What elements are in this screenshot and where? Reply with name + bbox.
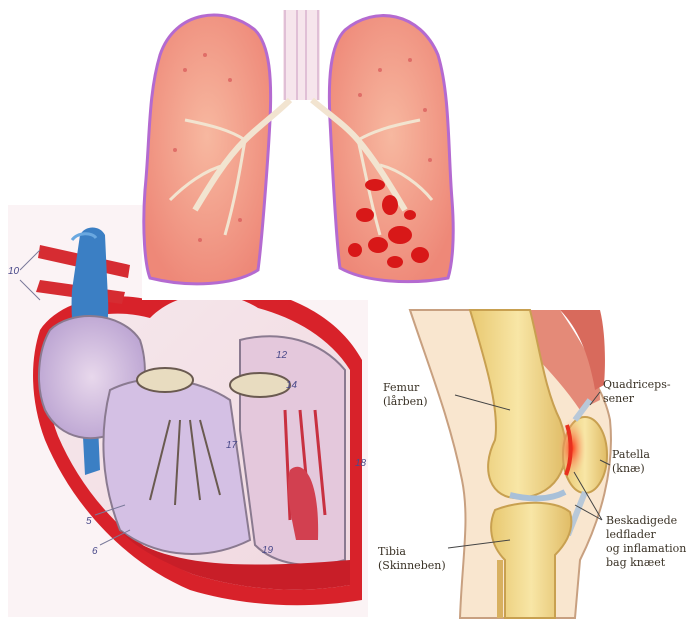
damage-label: Beskadigede ledflader og inflamation bag… [606, 514, 686, 570]
patella-label: Patella (knæ) [612, 448, 650, 476]
tibia-label: Tibia (Skinneben) [378, 545, 446, 573]
femur-label: Femur (lårben) [383, 381, 428, 409]
quadriceps-label: Quadriceps- sener [603, 378, 671, 406]
